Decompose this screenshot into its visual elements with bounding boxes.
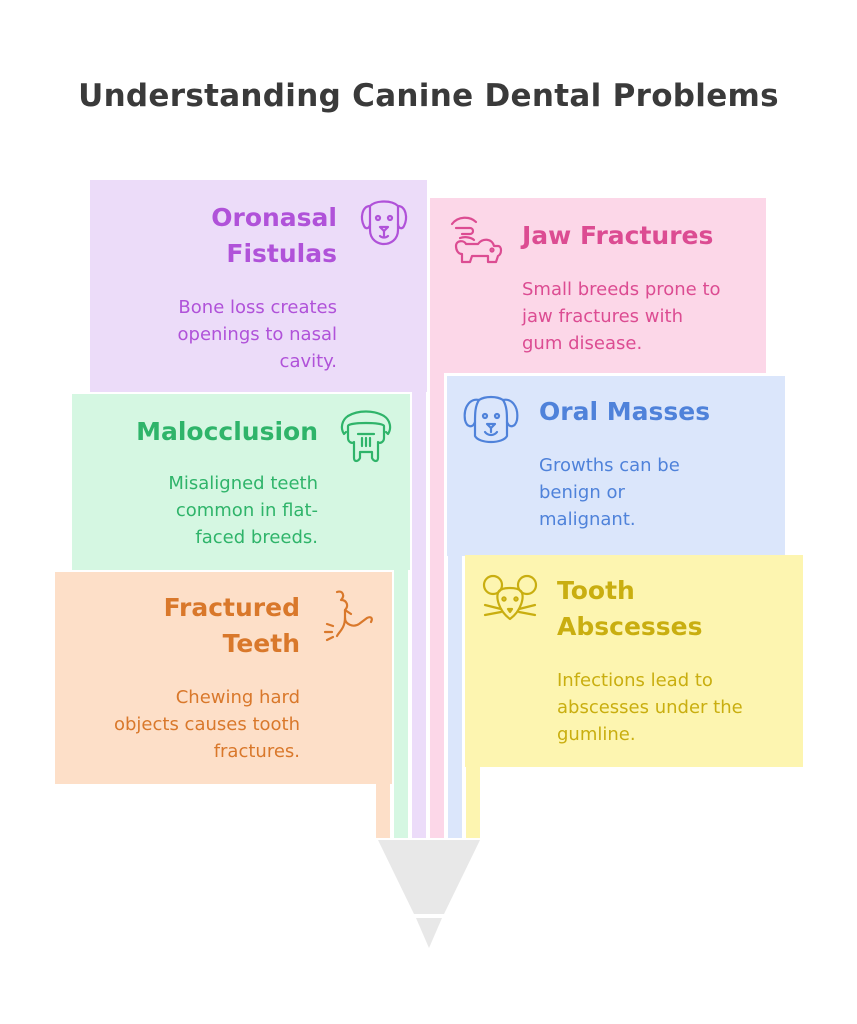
- chewing-icon: [323, 588, 377, 646]
- card-title: Oronasal Fistulas: [211, 203, 337, 268]
- card-description: Growths can be benign or malignant.: [539, 455, 680, 530]
- card-jaw-fractures: Jaw Fractures Small breeds prone to jaw …: [430, 198, 766, 373]
- card-title: Malocclusion: [136, 417, 318, 446]
- strip-green: [394, 560, 408, 838]
- card-tooth-abscesses: Tooth Abscesses Infections lead to absce…: [465, 555, 803, 767]
- card-title: Tooth Abscesses: [557, 576, 703, 641]
- card-fractured-teeth: Fractured Teeth Chewing hard objects cau…: [55, 572, 392, 784]
- strip-blue: [448, 545, 462, 838]
- bulldog-icon: [338, 408, 394, 466]
- funnel-shape: [378, 840, 480, 954]
- strip-orange: [376, 780, 390, 838]
- card-malocclusion: Malocclusion Misaligned teeth common in …: [72, 394, 410, 570]
- dog-face-icon: [356, 196, 412, 248]
- card-title: Oral Masses: [539, 397, 711, 426]
- page-title: Understanding Canine Dental Problems: [78, 78, 779, 114]
- card-description: Small breeds prone to jaw fractures with…: [522, 279, 721, 354]
- mouse-face-icon: [479, 571, 541, 629]
- strip-pink: [430, 370, 444, 838]
- card-oral-masses: Oral Masses Growths can be benign or mal…: [447, 376, 785, 556]
- card-description: Misaligned teeth common in flat- faced b…: [168, 473, 318, 548]
- card-title: Fractured Teeth: [163, 593, 300, 658]
- card-oronasal-fistulas: Oronasal Fistulas Bone loss creates open…: [90, 180, 427, 392]
- card-description: Chewing hard objects causes tooth fractu…: [113, 687, 300, 762]
- strip-purple: [412, 380, 426, 838]
- strip-yellow: [466, 760, 480, 838]
- card-title: Jaw Fractures: [522, 221, 714, 250]
- card-description: Bone loss creates openings to nasal cavi…: [177, 297, 338, 372]
- dog-head-icon: [461, 392, 521, 450]
- hand-dog-icon: [448, 210, 506, 270]
- card-description: Infections lead to abscesses under the g…: [557, 670, 743, 745]
